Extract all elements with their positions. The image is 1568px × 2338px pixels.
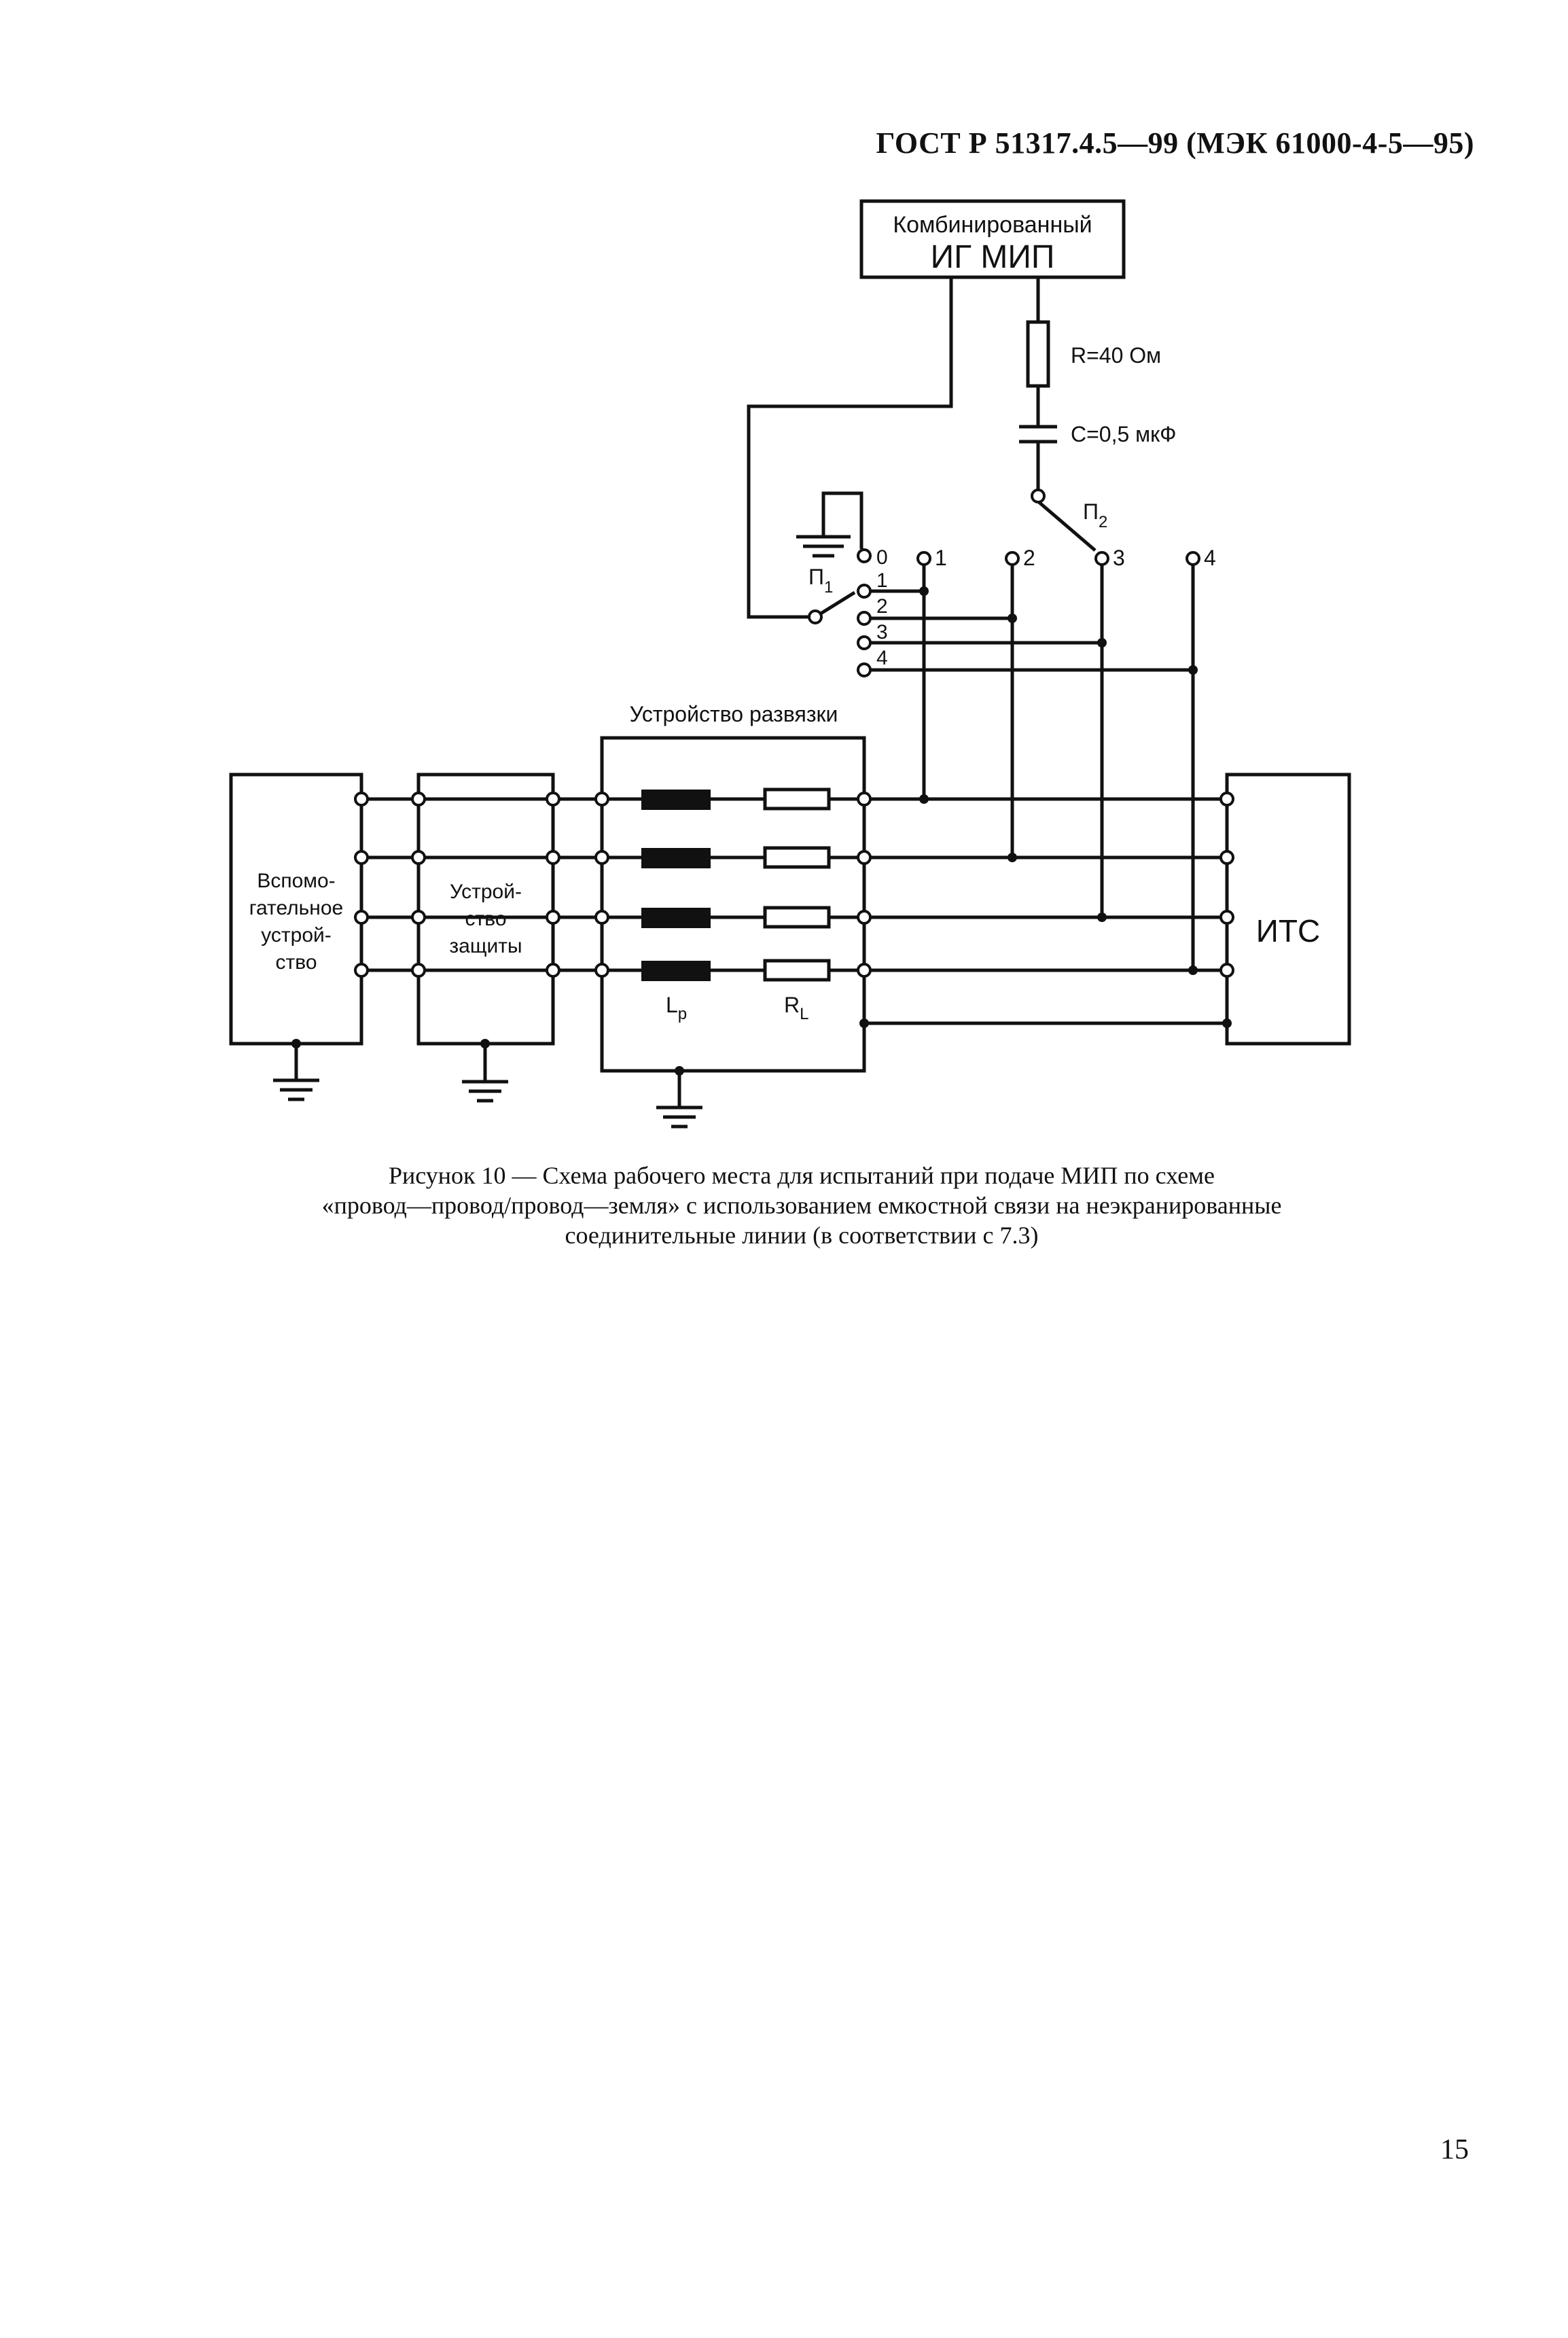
decoupling-resistor-1 xyxy=(763,787,831,811)
inductor-label: Lp xyxy=(666,993,687,1023)
decoupling-resistor-3 xyxy=(763,906,831,929)
eut-box xyxy=(1225,773,1351,1046)
resistor-rl-label: RL xyxy=(784,993,808,1023)
switch2-position-4: 4 xyxy=(1204,546,1216,570)
switch2-position-2: 2 xyxy=(1023,546,1035,570)
switch2-position-1: 1 xyxy=(935,546,947,570)
decoupling-resistor-4 xyxy=(763,959,831,982)
caption-line-2: «провод—провод/провод—земля» с использов… xyxy=(321,1192,1282,1219)
switch1-position-3: 3 xyxy=(876,621,888,643)
switch2-position-3: 3 xyxy=(1113,546,1125,570)
decoupling-inductor-2 xyxy=(641,848,711,868)
switch2-blade xyxy=(1037,500,1097,552)
generator-label-line1: Комбинированный xyxy=(893,212,1092,238)
decoupling-inductor-3 xyxy=(641,908,711,928)
decoupling-resistor-2 xyxy=(763,846,831,869)
switch1-position-4: 4 xyxy=(876,647,888,669)
document-header: ГОСТ Р 51317.4.5—99 (МЭК 61000-4-5—95) xyxy=(876,126,1474,160)
auxiliary-label-1: Вспомо- xyxy=(257,870,335,892)
capacitor-label: C=0,5 мкФ xyxy=(1071,422,1177,446)
protection-label-1: Устрой- xyxy=(450,881,522,903)
decoupling-title: Устройство развязки xyxy=(630,702,838,726)
figure-caption: Рисунок 10 — Схема рабочего места для ис… xyxy=(245,1161,1359,1250)
auxiliary-label-4: ство xyxy=(275,951,317,974)
resistor-label: R=40 Ом xyxy=(1071,343,1161,368)
caption-line-3: соединительные линии (в соответствии с 7… xyxy=(565,1222,1039,1249)
protection-label-2: ство xyxy=(465,908,506,930)
generator-box xyxy=(859,199,1126,279)
auxiliary-label-2: гательное xyxy=(249,897,343,919)
switch1-position-1: 1 xyxy=(876,569,888,592)
generator-label-line2: ИГ МИП xyxy=(931,239,1055,275)
eut-label: ИТС xyxy=(1256,913,1320,949)
generator-line-to-switch1 xyxy=(747,277,953,619)
switch1-blade xyxy=(814,590,856,619)
page-number: 15 xyxy=(1440,2134,1469,2165)
switch2-label: П2 xyxy=(1083,499,1107,531)
decoupling-inductor-1 xyxy=(641,790,711,810)
decoupling-network-box xyxy=(600,736,866,1073)
auxiliary-label-3: устрой- xyxy=(261,924,332,946)
switch1-position-2: 2 xyxy=(876,595,888,618)
decoupling-inductor-4 xyxy=(641,961,711,981)
caption-line-1: Рисунок 10 — Схема рабочего места для ис… xyxy=(388,1162,1215,1189)
protection-label-3: защиты xyxy=(449,935,522,957)
switch1-label: П1 xyxy=(808,565,833,597)
switch1-position-0: 0 xyxy=(876,546,888,569)
resistor-40-ohm xyxy=(1026,320,1050,388)
circuit-diagram: Комбинированный ИГ МИП R=40 Ом C=0,5 мкФ… xyxy=(229,199,1351,1129)
